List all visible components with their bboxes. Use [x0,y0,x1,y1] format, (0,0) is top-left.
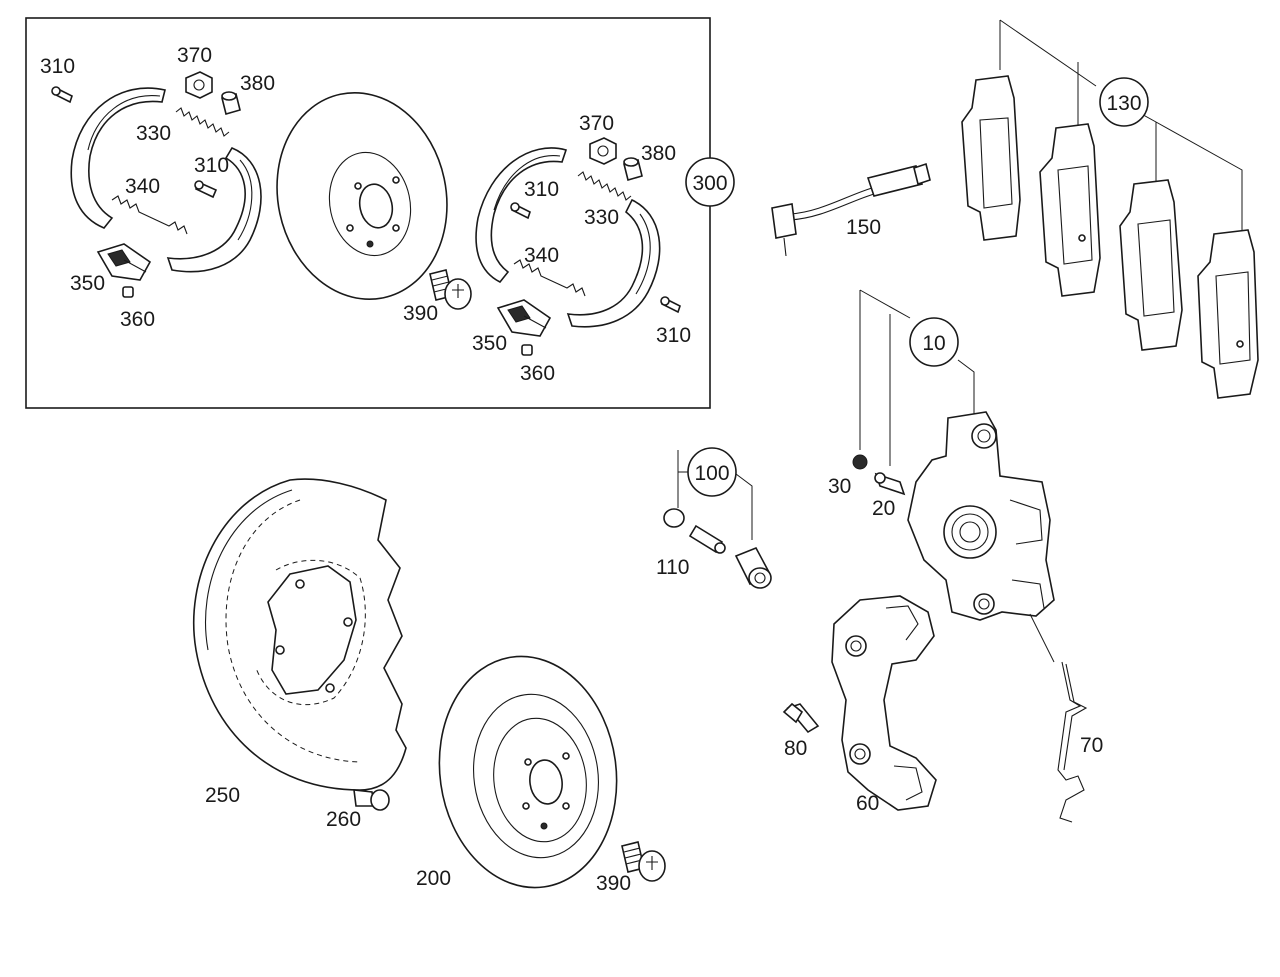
label-390-a: 390 [403,302,438,325]
callout-bubble-130 [1099,77,1149,127]
spring-340-b [513,259,586,297]
label-310-b: 310 [194,154,229,177]
bushing-360-a [122,286,134,298]
label-340-b: 340 [524,244,559,267]
bleeder-valve-20 [874,472,906,496]
pad-2 [1039,123,1101,297]
label-370-b: 370 [579,112,614,135]
brake-shoe-right-pair [475,147,661,328]
spring-330-a [175,107,230,137]
caliper-10: 10 30 20 [828,289,1055,621]
pin-310-c [510,202,531,220]
wear-sensor-150: 150 [771,162,931,257]
label-310-c: 310 [524,178,559,201]
label-100: 100 [694,462,729,485]
callout-bubble-100 [687,447,737,497]
callout-bubble-300 [685,157,735,207]
anti-rattle-spring-70: 70 [1029,613,1103,823]
label-260: 260 [326,808,361,831]
brake-drum-disc [276,91,448,301]
bushing-360-b [521,344,533,356]
parking-brake-kit-group: 300 310 370 380 330 310 340 350 360 370 … [25,17,735,409]
spring-340-a [111,195,188,235]
label-250: 250 [205,784,240,807]
label-350-b: 350 [472,332,507,355]
adjuster-370-a [185,71,213,99]
label-370-a: 370 [177,44,212,67]
label-330-b: 330 [584,206,619,229]
label-380-b: 380 [641,142,676,165]
spring-330-b [577,171,632,201]
bolt-260 [353,789,390,811]
label-310-d: 310 [656,324,691,347]
pin-310-b [194,180,218,199]
label-380-a: 380 [240,72,275,95]
pin-310-d [660,296,681,314]
pad-4 [1197,229,1259,399]
callout-bubble-10 [909,317,959,367]
label-110: 110 [656,556,689,579]
caliper-bracket-60: 80 60 [782,595,937,815]
screw-390-b [621,841,666,882]
kit-frame [25,17,711,409]
label-310-a: 310 [40,55,75,78]
guide-pin-kit-100: 100 110 [656,447,772,589]
brake-shoe-left-pair [70,87,262,273]
label-340-a: 340 [125,175,160,198]
adjuster-370-b [589,137,617,165]
dust-shield-250: 250 260 [192,478,407,831]
label-360-b: 360 [520,362,555,385]
label-200: 200 [416,867,451,890]
bleeder-cap-30 [852,454,868,470]
label-70: 70 [1080,734,1103,757]
label-330-a: 330 [136,122,171,145]
screw-390-a [429,269,472,310]
expander-350-a [96,243,152,281]
label-20: 20 [872,497,895,520]
label-10: 10 [922,332,945,355]
label-350-a: 350 [70,272,105,295]
label-60: 60 [856,792,879,815]
guide-sleeve [734,546,772,589]
guide-pin [688,524,726,554]
label-360-a: 360 [120,308,155,331]
sleeve-380-a [221,91,241,115]
label-80: 80 [784,737,807,760]
bolt-80 [782,702,820,734]
bushing-110 [663,508,685,528]
label-150: 150 [846,216,881,239]
pad-3 [1119,179,1183,351]
brake-pads-130: 130 [961,19,1259,399]
label-130: 130 [1106,92,1141,115]
label-300: 300 [692,172,727,195]
label-390-b: 390 [596,872,631,895]
label-30: 30 [828,475,851,498]
pin-310-a [51,86,73,104]
pad-1 [961,75,1021,241]
expander-350-b [496,299,552,337]
brake-disc-200: 200 390 [416,655,666,895]
sleeve-380-b [623,157,643,181]
